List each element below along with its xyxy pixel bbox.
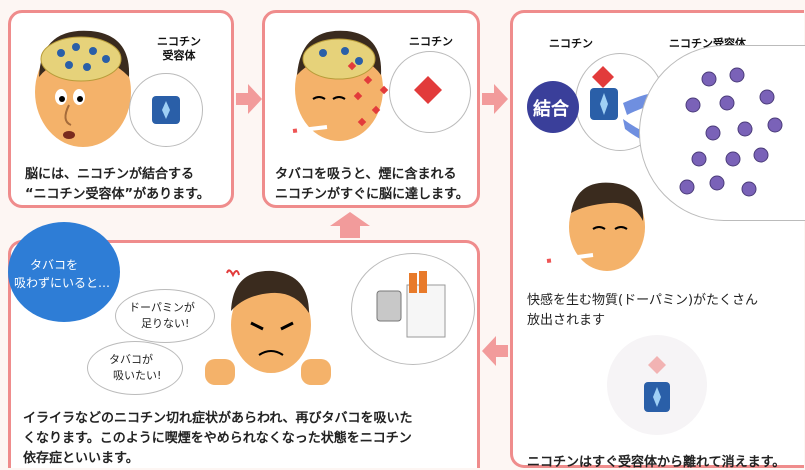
- panel4-text-line2: くなります。このように喫煙をやめられなくなった状態をニコチン: [23, 431, 412, 446]
- want-cigarette-bubble: [87, 341, 183, 395]
- nicotine-bound-icon: [592, 66, 614, 88]
- bubble1-line1: ドーパミンが: [129, 301, 195, 314]
- arrow-right-2: [482, 84, 508, 114]
- fading-nicotine-icon: [648, 356, 666, 374]
- need-dopamine-bubble: [115, 289, 215, 343]
- panel3-text-line2: 放出されます: [527, 313, 606, 328]
- panel3-nicotine-label: ニコチン: [549, 37, 593, 50]
- panel1-text-line1: 脳には、ニコチンが結合する: [25, 167, 195, 182]
- bond-label: 結合: [533, 99, 569, 120]
- bond-badge: [527, 81, 579, 133]
- panel1-text-line2: “ニコチン受容体”があります。: [25, 187, 210, 202]
- receptor-icon: [152, 96, 180, 124]
- dopamine-molecules: [679, 67, 783, 197]
- panel3-text-line1: 快感を生む物質(ドーパミン)がたくさん: [527, 293, 759, 308]
- smoker-head-illustration: [292, 30, 383, 141]
- bubble2-line1: タバコが: [109, 353, 153, 366]
- nicotine-label: ニコチン: [409, 35, 453, 48]
- condition-badge: [8, 222, 120, 322]
- receptor-label: ニコチン 受容体: [157, 35, 201, 62]
- badge-line2: 吸わずにいると…: [14, 276, 111, 290]
- bubble1-line2: 足りない!: [141, 317, 190, 330]
- panel2-text-line1: タバコを吸うと、煙に含まれる: [275, 167, 457, 182]
- receptor-bound-icon: [590, 88, 618, 120]
- smoker-face-illustration: [546, 182, 645, 271]
- panel-receptor-intro: ニコチン 受容体 脳には、ニコチンが結合する “ニコチン受容体”があります。: [8, 10, 234, 208]
- bubble2-line2: 吸いたい!: [113, 369, 162, 382]
- arrow-left: [482, 336, 508, 366]
- badge-line1: タバコを: [30, 258, 79, 272]
- panel2-text-line2: ニコチンがすぐに脳に達します。: [275, 187, 469, 202]
- dopamine-bubble: [639, 45, 805, 221]
- panel3-bottom-text: ニコチンはすぐ受容体から離れて消えます。: [527, 455, 786, 470]
- free-receptor-icon: [644, 382, 670, 412]
- nicotine-particles: [347, 61, 389, 127]
- panel-dopamine: ニコチン ニコチン受容体 結合 快感を生む物質(ドーパミン)がたくさん 放出され…: [510, 10, 805, 470]
- panel4-text-line3: 依存症といいます。: [23, 451, 139, 466]
- arrow-right-1: [236, 84, 262, 114]
- head-illustration: [35, 30, 131, 147]
- nicotine-icon: [414, 76, 442, 104]
- panel-smoking: ニコチン タバコを吸うと、煙に含まれる ニコチンがすぐに脳に達します。: [262, 10, 480, 208]
- irritated-man-illustration: [205, 269, 331, 385]
- panel4-text-line1: イライラなどのニコチン切れ症状があらわれ、再びタバコを吸いた: [23, 411, 413, 426]
- lighter-and-pack-icon: [376, 271, 446, 338]
- arrow-up: [330, 212, 370, 238]
